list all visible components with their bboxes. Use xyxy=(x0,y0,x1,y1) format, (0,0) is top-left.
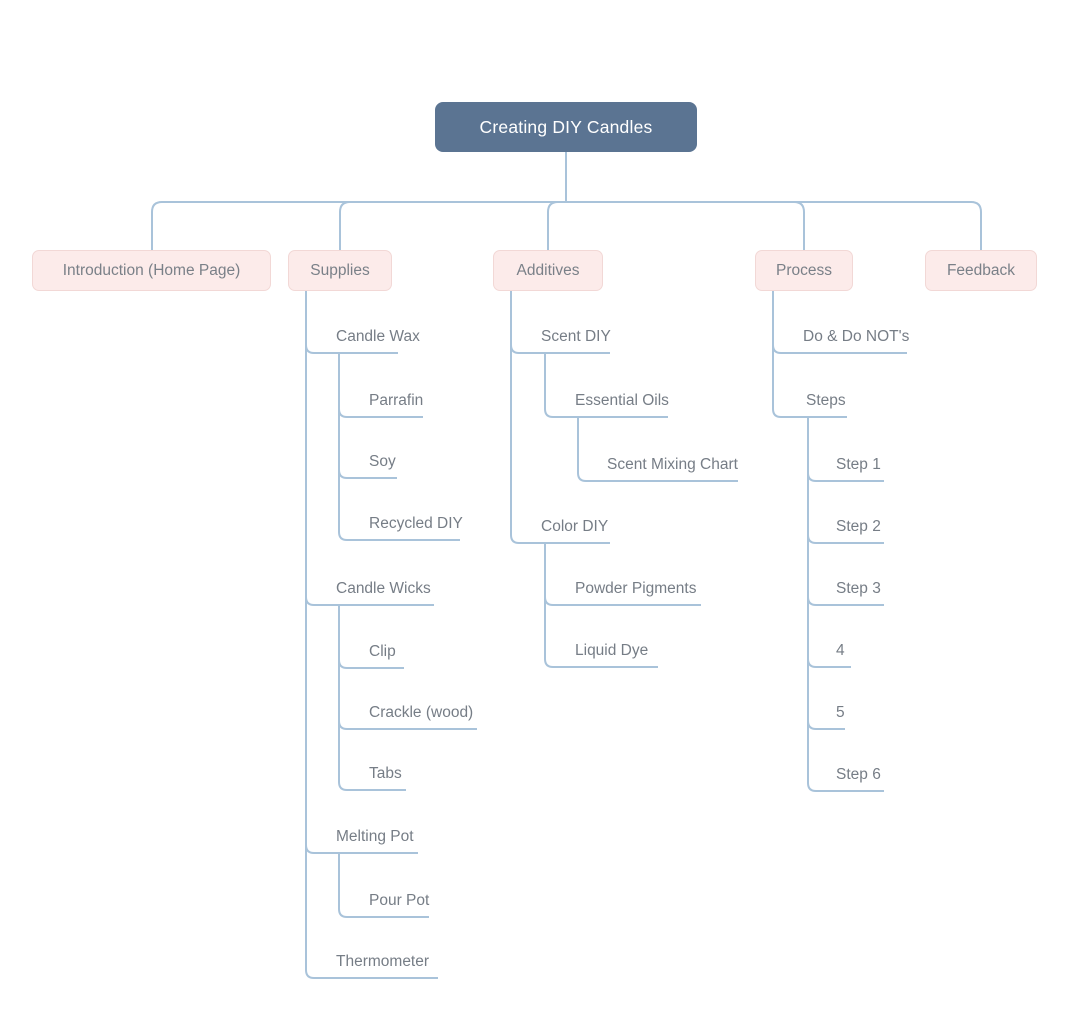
node-pour-pot[interactable]: Pour Pot xyxy=(369,892,430,909)
node-melting-pot[interactable]: Melting Pot xyxy=(336,828,414,845)
node-candle-wicks[interactable]: Candle Wicks xyxy=(336,580,431,597)
edge-root-feedback xyxy=(566,201,982,250)
node-thermometer[interactable]: Thermometer xyxy=(336,953,430,970)
edge-candle-wicks-tabs xyxy=(338,605,406,791)
edge-root-introduction xyxy=(151,201,566,250)
edge-color-diy-liquid-dye xyxy=(544,543,658,668)
node-recycled-diy[interactable]: Recycled DIY xyxy=(369,515,463,532)
branch-node-process[interactable]: Process xyxy=(755,250,853,291)
node-essential-oils[interactable]: Essential Oils xyxy=(575,392,669,409)
node-step-6[interactable]: Step 6 xyxy=(836,766,881,783)
node-step-4[interactable]: 4 xyxy=(836,642,845,659)
node-scent-mixing-chart[interactable]: Scent Mixing Chart xyxy=(607,456,738,473)
node-clip[interactable]: Clip xyxy=(369,643,396,660)
node-powder-pigments[interactable]: Powder Pigments xyxy=(575,580,697,597)
node-step-2[interactable]: Step 2 xyxy=(836,518,881,535)
edge-scent-diy-essential-oils xyxy=(544,353,668,418)
edge-additives-color-diy xyxy=(510,291,610,544)
branch-node-supplies[interactable]: Supplies xyxy=(288,250,392,291)
node-step-1[interactable]: Step 1 xyxy=(836,456,881,473)
branch-node-additives[interactable]: Additives xyxy=(493,250,603,291)
node-steps[interactable]: Steps xyxy=(806,392,846,409)
edge-process-steps xyxy=(772,291,847,418)
node-parrafin[interactable]: Parrafin xyxy=(369,392,424,409)
branch-node-feedback[interactable]: Feedback xyxy=(925,250,1037,291)
node-liquid-dye[interactable]: Liquid Dye xyxy=(575,642,649,659)
node-crackle-wood[interactable]: Crackle (wood) xyxy=(369,704,474,721)
node-candle-wax[interactable]: Candle Wax xyxy=(336,328,420,345)
edge-melting-pot-pour-pot xyxy=(338,853,429,918)
node-step-5[interactable]: 5 xyxy=(836,704,845,721)
edge-steps-step3 xyxy=(807,417,884,606)
edge-root-additives xyxy=(547,201,566,250)
node-scent-diy[interactable]: Scent DIY xyxy=(541,328,611,345)
node-color-diy[interactable]: Color DIY xyxy=(541,518,609,535)
root-node[interactable]: Creating DIY Candles xyxy=(435,102,697,152)
node-tabs[interactable]: Tabs xyxy=(369,765,402,782)
branch-node-introduction[interactable]: Introduction (Home Page) xyxy=(32,250,271,291)
edge-supplies-thermometer xyxy=(305,291,438,979)
node-soy[interactable]: Soy xyxy=(369,453,396,470)
node-step-3[interactable]: Step 3 xyxy=(836,580,881,597)
edge-root-supplies xyxy=(339,201,566,250)
edge-candle-wax-recycled-diy xyxy=(338,353,460,541)
edge-essential-oils-scent-mixing-chart xyxy=(577,417,738,482)
edge-root-process xyxy=(566,201,805,250)
node-do-and-do-nots[interactable]: Do & Do NOT's xyxy=(803,328,910,345)
edge-steps-step6 xyxy=(807,417,884,792)
